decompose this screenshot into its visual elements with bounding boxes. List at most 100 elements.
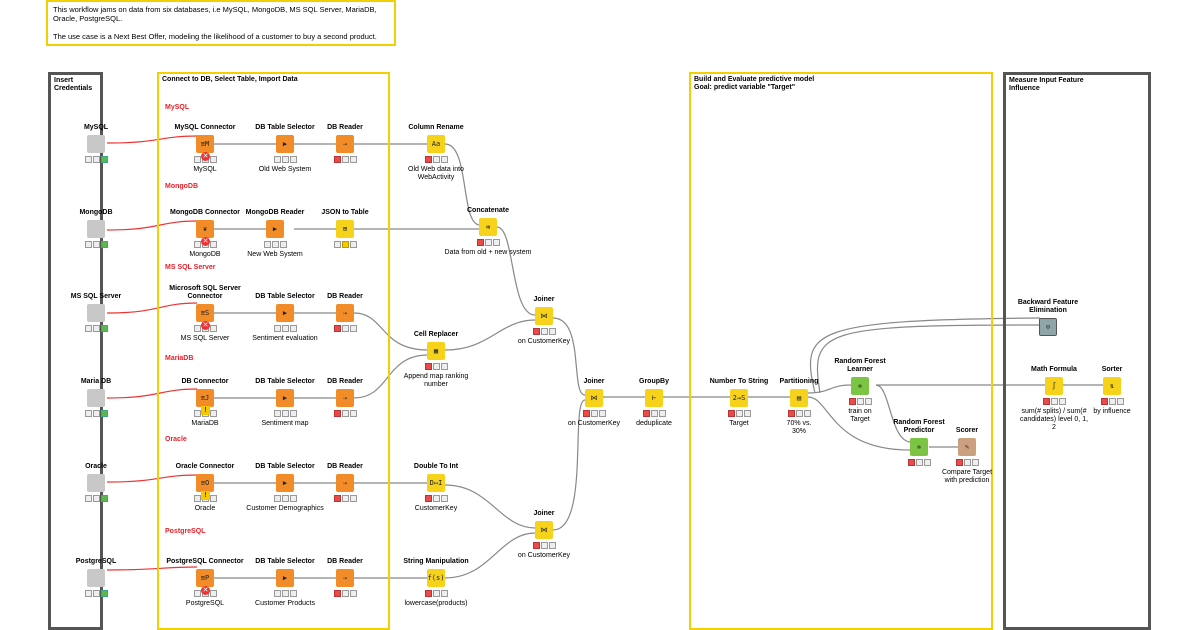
random-forest-predictor-icon: ✲ [910,438,928,456]
node-oracle-connector[interactable]: Oracle Connector ≡O! Oracle [175,463,235,512]
credentials-node-mysql[interactable]: MySQL [51,124,141,163]
credentials-component-icon [87,389,105,407]
node-oracle-table-selector[interactable]: DB Table Selector ▶ Customer Demographic… [246,463,324,512]
table-selector-icon: ▶ [276,474,294,492]
node-backward-feature-elimination[interactable]: Backward Feature Elimination ⊙ [1003,299,1093,336]
string-manipulation-icon: f(s) [427,569,445,587]
node-joiner-3[interactable]: Joiner ⋈ on CustomerKey [517,510,571,559]
groupby-icon: ⊢ [645,389,663,407]
credentials-component-icon [87,135,105,153]
db-connector-icon: ≡S✕ [196,304,214,330]
json-to-table-icon: ⊞ [336,220,354,238]
concatenate-icon: ⇉ [479,218,497,236]
subsection-mssql: MS SQL Server [165,264,216,271]
credentials-node-oracle[interactable]: Oracle [51,463,141,502]
node-joiner-1[interactable]: Joiner ⋈ on CustomerKey [517,296,571,345]
node-rf-predictor[interactable]: Random Forest Predictor ✲ [874,419,964,466]
column-rename-icon: Aa [427,135,445,153]
cell-replacer-icon: ▦ [427,342,445,360]
joiner-icon: ⋈ [535,307,553,325]
node-mariadb-table-selector[interactable]: DB Table Selector ▶ Sentiment map [255,378,315,427]
random-forest-learner-icon: ✲ [851,377,869,395]
math-formula-icon: ∫ [1045,377,1063,395]
node-double-to-int[interactable]: Double To Int D↦I CustomerKey [413,463,459,512]
node-concatenate[interactable]: Concatenate ⇉ Data from old + new system [444,207,532,256]
note-line-1: This workflow jams on data from six data… [53,5,377,23]
node-partitioning[interactable]: Partitioning ▤ 70% vs. 30% [779,378,819,435]
subsection-mysql: MySQL [165,104,190,111]
node-mssql-reader[interactable]: DB Reader ⇢ [300,293,390,332]
db-reader-icon: ⇢ [336,304,354,322]
credentials-node-mongodb[interactable]: MongoDB [51,209,141,248]
node-number-to-string[interactable]: Number To String 2→S Target [709,378,769,427]
mongodb-reader-icon: ▶ [266,220,284,238]
credentials-component-icon [87,474,105,492]
annotation-title: Insert Credentials [54,77,93,92]
loop-icon: ⊙ [1039,318,1057,336]
double-to-int-icon: D↦I [427,474,445,492]
table-selector-icon: ▶ [276,135,294,153]
node-string-manipulation[interactable]: String Manipulation f(s) lowercase(produ… [403,558,469,607]
credentials-node-mariadb[interactable]: Maria DB [51,378,141,417]
db-connector-icon: ≡M✕ [196,135,214,161]
db-reader-icon: ⇢ [336,389,354,407]
node-groupby[interactable]: GroupBy ⊢ deduplicate [636,378,672,427]
note-line-2: The use case is a Next Best Offer, model… [53,32,377,41]
db-reader-icon: ⇢ [336,135,354,153]
sorter-icon: ⇅ [1103,377,1121,395]
node-sorter[interactable]: Sorter ⇅ by influence [1093,366,1131,415]
node-mongodb-reader[interactable]: MongoDB Reader ▶ New Web System [245,209,305,258]
annotation-title: Connect to DB, Select Table, Import Data [162,76,298,83]
node-cell-replacer[interactable]: Cell Replacer ▦ Append map ranking numbe… [403,331,469,388]
node-mysql-table-selector[interactable]: DB Table Selector ▶ Old Web System [255,124,315,173]
credentials-node-mssql[interactable]: MS SQL Server [51,293,141,332]
table-selector-icon: ▶ [276,389,294,407]
credentials-component-icon [87,569,105,587]
node-json-to-table[interactable]: JSON to Table ⊞ [300,209,390,248]
table-selector-icon: ▶ [276,304,294,322]
annotation-credentials: Insert Credentials [48,72,103,630]
node-column-rename[interactable]: Column Rename Aa Old Web data into WebAc… [408,124,464,181]
number-to-string-icon: 2→S [730,389,748,407]
joiner-icon: ⋈ [535,521,553,539]
credentials-component-icon [87,304,105,322]
workflow-description-note: This workflow jams on data from six data… [46,0,396,46]
db-connector-icon: ≡P✕ [196,569,214,595]
node-mssql-table-selector[interactable]: DB Table Selector ▶ Sentiment evaluation [252,293,318,342]
node-mysql-reader[interactable]: DB Reader ⇢ [300,124,390,163]
partitioning-icon: ▤ [790,389,808,407]
node-mysql-connector[interactable]: MySQL Connector ≡M✕ MySQL [174,124,236,173]
node-rf-learner[interactable]: Random Forest Learner ✲ train on Target [834,358,886,423]
db-reader-icon: ⇢ [336,569,354,587]
node-mariadb-connector[interactable]: DB Connector ≡J! MariaDB [181,378,229,427]
db-reader-icon: ⇢ [336,474,354,492]
node-oracle-reader[interactable]: DB Reader ⇢ [300,463,390,502]
node-math-formula[interactable]: Math Formula ∫ sum(# splits) / sum(# can… [1019,366,1089,431]
table-selector-icon: ▶ [276,569,294,587]
subsection-mongodb: MongoDB [165,183,199,190]
subsection-postgresql: PostgreSQL [165,528,206,535]
node-postgresql-reader[interactable]: DB Reader ⇢ [300,558,390,597]
joiner-icon: ⋈ [585,389,603,407]
scorer-icon: ✎ [958,438,976,456]
db-connector-icon: ≡O! [196,474,214,500]
db-connector-icon: ≡J! [196,389,214,415]
node-joiner-2[interactable]: Joiner ⋈ on CustomerKey [567,378,621,427]
annotation-connect: Connect to DB, Select Table, Import Data [157,72,390,630]
credentials-component-icon [87,220,105,238]
node-postgresql-connector[interactable]: PostgreSQL Connector ≡P✕ PostgreSQL [166,558,244,607]
node-mariadb-reader[interactable]: DB Reader ⇢ [300,378,390,417]
mongodb-connector-icon: ❦✕ [196,220,214,246]
credentials-node-postgresql[interactable]: PostgreSQL [51,558,141,597]
node-scorer[interactable]: Scorer ✎ Compare Target with prediction [941,427,993,484]
node-mongodb-connector[interactable]: MongoDB Connector ❦✕ MongoDB [170,209,240,258]
subsection-mariadb: MariaDB [165,355,194,362]
subsection-oracle: Oracle [165,436,187,443]
node-mssql-connector[interactable]: Microsoft SQL Server Connector ≡S✕ MS SQ… [169,285,241,342]
node-postgresql-table-selector[interactable]: DB Table Selector ▶ Customer Products [255,558,315,607]
